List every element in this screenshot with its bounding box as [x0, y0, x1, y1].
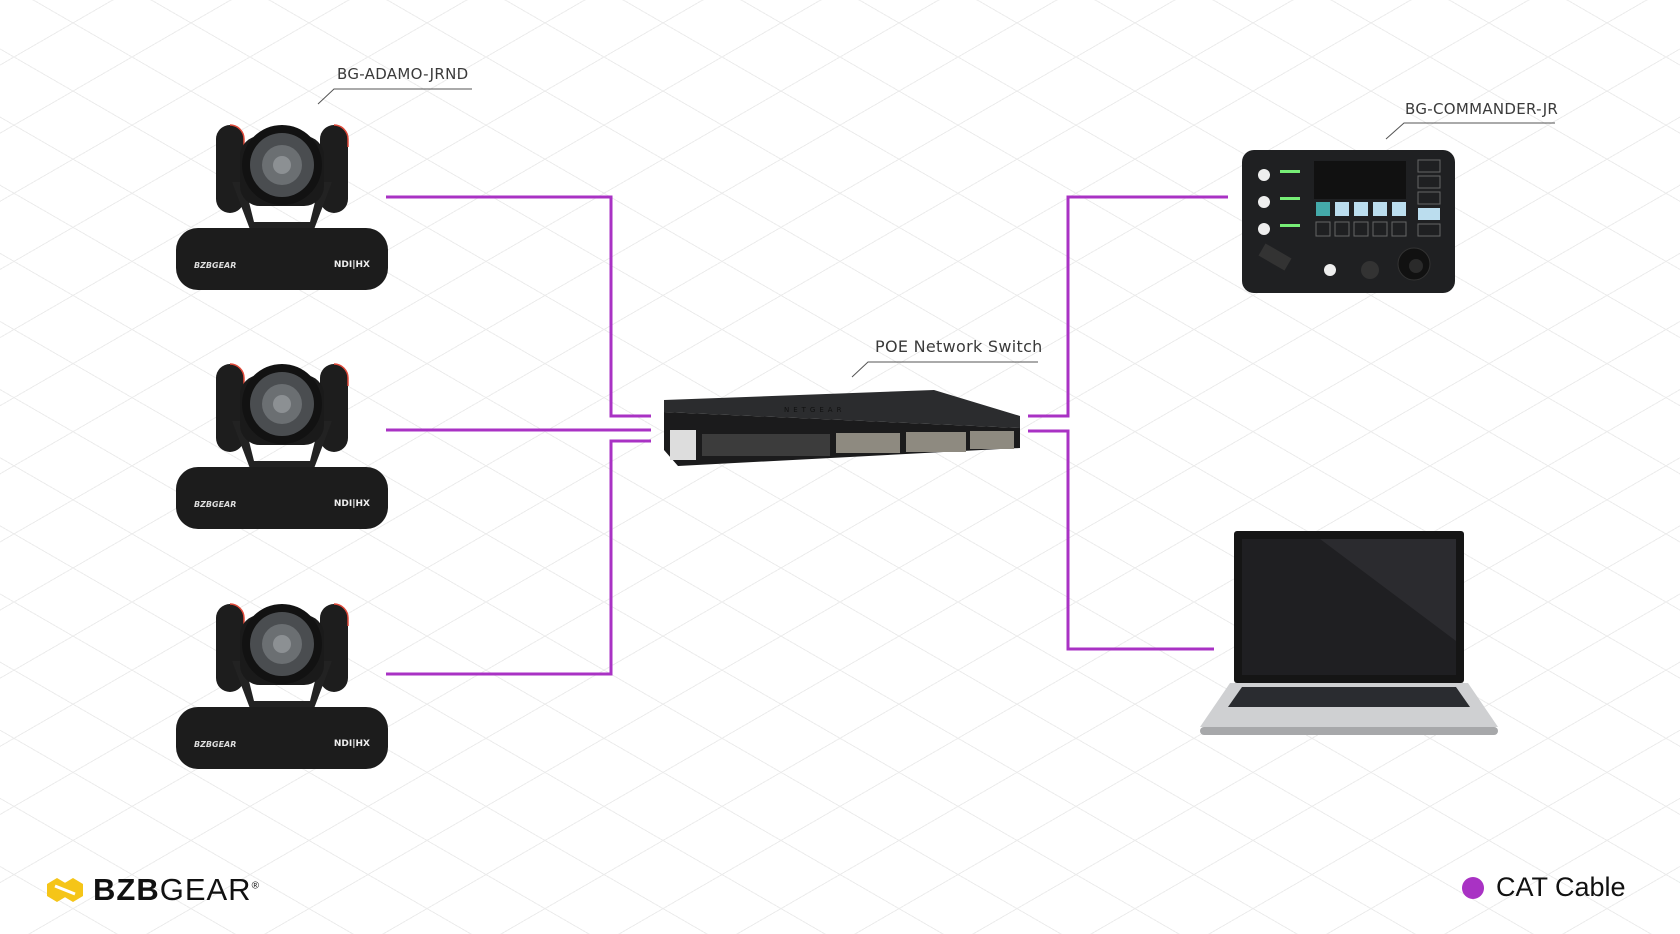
- laptop-icon: [1200, 531, 1498, 735]
- camera-icon: [176, 603, 388, 769]
- camera-icon: [176, 124, 388, 290]
- network-switch-icon: NETGEAR: [664, 390, 1020, 466]
- controller-icon: [1242, 150, 1455, 293]
- controller-label: BG-COMMANDER-JR: [1405, 100, 1559, 118]
- callout-line-switch: [851, 361, 1038, 378]
- cable-camera-3: [386, 439, 651, 676]
- cable-laptop: [1028, 429, 1214, 651]
- legend: CAT Cable: [1462, 872, 1626, 903]
- camera-label: BG-ADAMO-JRND: [337, 65, 469, 83]
- camera-brand-mark: BZBGEAR: [194, 740, 237, 749]
- laptop[interactable]: [1200, 531, 1498, 737]
- ptz-camera-3[interactable]: BZBGEAR NDI|HX: [174, 601, 390, 771]
- callout-line-camera: [317, 88, 472, 105]
- poe-network-switch[interactable]: NETGEAR: [664, 390, 1020, 466]
- camera-brand-mark: BZBGEAR: [194, 500, 237, 509]
- logo-text-light: GEAR: [159, 872, 252, 907]
- switch-brand-mark: NETGEAR: [784, 406, 845, 414]
- bzbgear-logo-icon: [47, 878, 83, 902]
- camera-brand-mark: BZBGEAR: [194, 261, 237, 270]
- camera-ndi-mark: NDI|HX: [333, 499, 370, 509]
- cable-controller: [1028, 195, 1228, 418]
- logo-text-bold: BZB: [93, 872, 160, 907]
- callout-line-controller: [1385, 122, 1555, 140]
- ptz-camera-1[interactable]: BZBGEAR NDI|HX: [174, 122, 390, 292]
- legend-swatch-cat-cable: [1462, 876, 1484, 899]
- camera-ndi-mark: NDI|HX: [333, 739, 370, 749]
- logo-registered-mark: ®: [251, 880, 260, 892]
- bzbgear-logo: BZBGEAR®: [45, 872, 260, 908]
- camera-ndi-mark: NDI|HX: [333, 260, 370, 270]
- cable-camera-1: [386, 195, 651, 418]
- ptz-controller[interactable]: [1242, 150, 1455, 293]
- ptz-camera-2[interactable]: BZBGEAR NDI|HX: [174, 361, 390, 531]
- camera-icon: [176, 363, 388, 529]
- switch-label: POE Network Switch: [875, 337, 1043, 356]
- legend-label: CAT Cable: [1496, 872, 1626, 902]
